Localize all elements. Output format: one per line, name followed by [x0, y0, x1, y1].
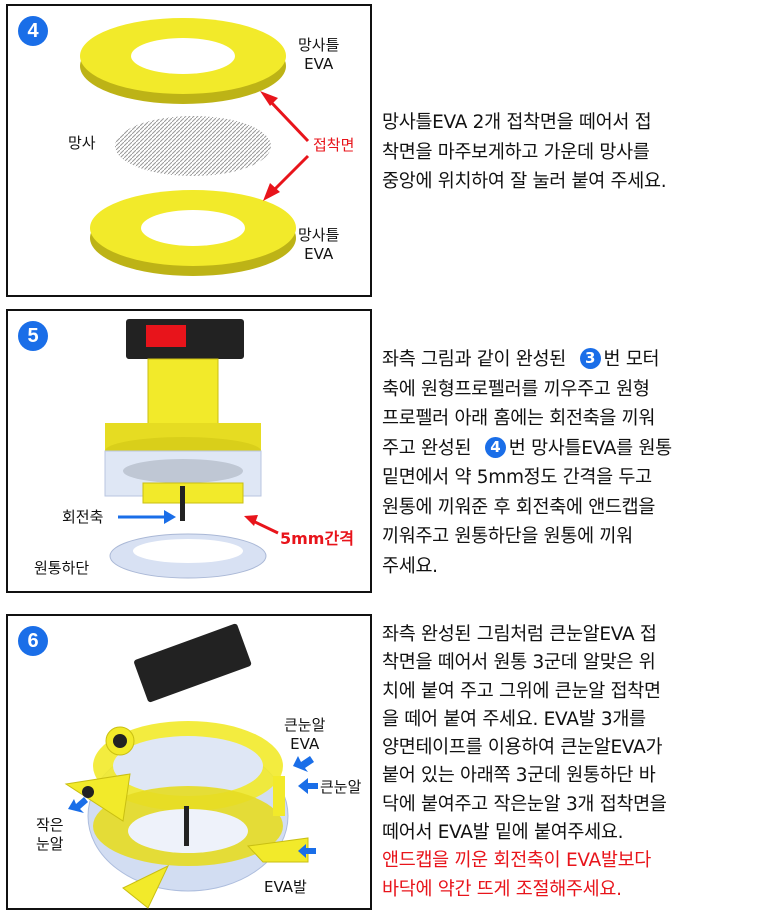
big-eye-side	[273, 776, 285, 816]
label-eva-foot: EVA발	[264, 878, 307, 896]
label-mesh: 망사	[68, 134, 96, 152]
adhesive-arrows	[260, 91, 310, 201]
label-gap: 5mm간격	[280, 529, 354, 548]
label-bottom: 원통하단	[34, 559, 90, 577]
label-small-eye: 작은 눈알	[36, 816, 64, 853]
label-bottom-eva: 망사틀 EVA	[298, 226, 340, 263]
text: 좌측 그림과 같이 완성된	[382, 349, 572, 370]
description-line: 주세요.	[382, 555, 438, 577]
step6-illustration	[64, 623, 318, 909]
label-top-eva: 망사틀 EVA	[298, 36, 340, 73]
gap-arrow	[244, 515, 279, 535]
description-line: 양면테이프를 이용하여 큰눈알EVA가	[382, 737, 663, 759]
description-line: 착면을 마주보게하고 가운데 망사를	[382, 141, 650, 163]
description-line: 프로펠러 아래 홈에는 회전축을 끼워	[382, 408, 656, 429]
description-line: 치에 붙여 주고 그위에 큰눈알 접착면	[382, 680, 661, 702]
description-line: 망사틀EVA 2개 접착면을 떼어서 접	[382, 112, 652, 133]
shaft	[180, 486, 185, 521]
step4-illustration	[80, 18, 310, 276]
battery-box	[134, 623, 252, 703]
warning-line: 바닥에 약간 뜨게 조절해주세요.	[382, 878, 622, 900]
step6-description: 좌측 완성된 그림처럼 큰눈알EVA 접 착면을 떼어서 원통 3군데 알맞은 …	[382, 621, 667, 904]
description-line: 밑면에서 약 5mm정도 간격을 두고	[382, 467, 652, 488]
label-big-eye-eva: 큰눈알 EVA	[284, 716, 326, 753]
label-shaft: 회전축	[62, 508, 104, 526]
description-line: 닥에 붙여주고 작은눈알 3개 접착면을	[382, 793, 667, 815]
description-line: 끼워주고 원통하단을 원통에 끼워	[382, 526, 633, 547]
step-number-badge: 5	[18, 321, 48, 351]
description-line: 축에 원형프로펠러를 끼우주고 원형	[382, 378, 650, 400]
warning-line: 앤드캡을 끼운 회전축이 EVA발보다	[382, 850, 652, 872]
label-big-eye: 큰눈알	[320, 778, 362, 796]
step3-badge: 3	[579, 348, 601, 369]
top-eva-ring	[80, 18, 286, 104]
description-line: 붙어 있는 아래쪽 3군데 원통하단 바	[382, 765, 656, 787]
propeller	[123, 459, 243, 483]
text: 번 모터	[603, 349, 660, 370]
text: 번 망사틀EVA를 원통	[508, 437, 672, 459]
step5-panel: 5 회전축 5mm간격 원통하단	[6, 309, 372, 593]
eva-foot	[64, 773, 131, 822]
eva-foot	[122, 864, 170, 909]
description-line: 떼어서 EVA발 밑에 붙여주세요.	[382, 822, 624, 844]
shaft-arrow	[118, 510, 176, 524]
description-line: 좌측 완성된 그림처럼 큰눈알EVA 접	[382, 624, 657, 645]
mesh-disc	[115, 116, 271, 176]
step4-panel: 4 망사틀 EVA 망사 접착면 망사틀 EVA	[6, 4, 372, 297]
step4-badge: 4	[484, 436, 506, 458]
text: 주고 완성된	[382, 437, 477, 459]
bottom-eva-ring	[90, 190, 296, 276]
description-line: 을 떼어 붙여 주세요. EVA발 3개를	[382, 708, 646, 730]
step5-illustration	[104, 319, 279, 579]
label-adhesive: 접착면	[313, 136, 355, 154]
step-number-badge: 4	[18, 16, 48, 46]
description-line: 원통에 끼워준 후 회전축에 앤드캡을	[382, 496, 656, 518]
step-number-badge: 6	[18, 626, 48, 656]
step4-description: 망사틀EVA 2개 접착면을 떼어서 접 착면을 마주보게하고 가운데 망사를 …	[382, 108, 667, 197]
mesh-eva	[142, 482, 244, 504]
blue-arrows	[68, 756, 318, 858]
step6-panel: 6 큰눈알 EVA 큰눈알 작은 눈알 EVA발	[6, 614, 372, 910]
description-line: 중앙에 위치하여 잘 눌러 붙여 주세요.	[382, 171, 667, 192]
description-line: 착면을 떼어서 원통 3군데 알맞은 위	[382, 652, 656, 674]
eva-foot	[246, 837, 309, 863]
